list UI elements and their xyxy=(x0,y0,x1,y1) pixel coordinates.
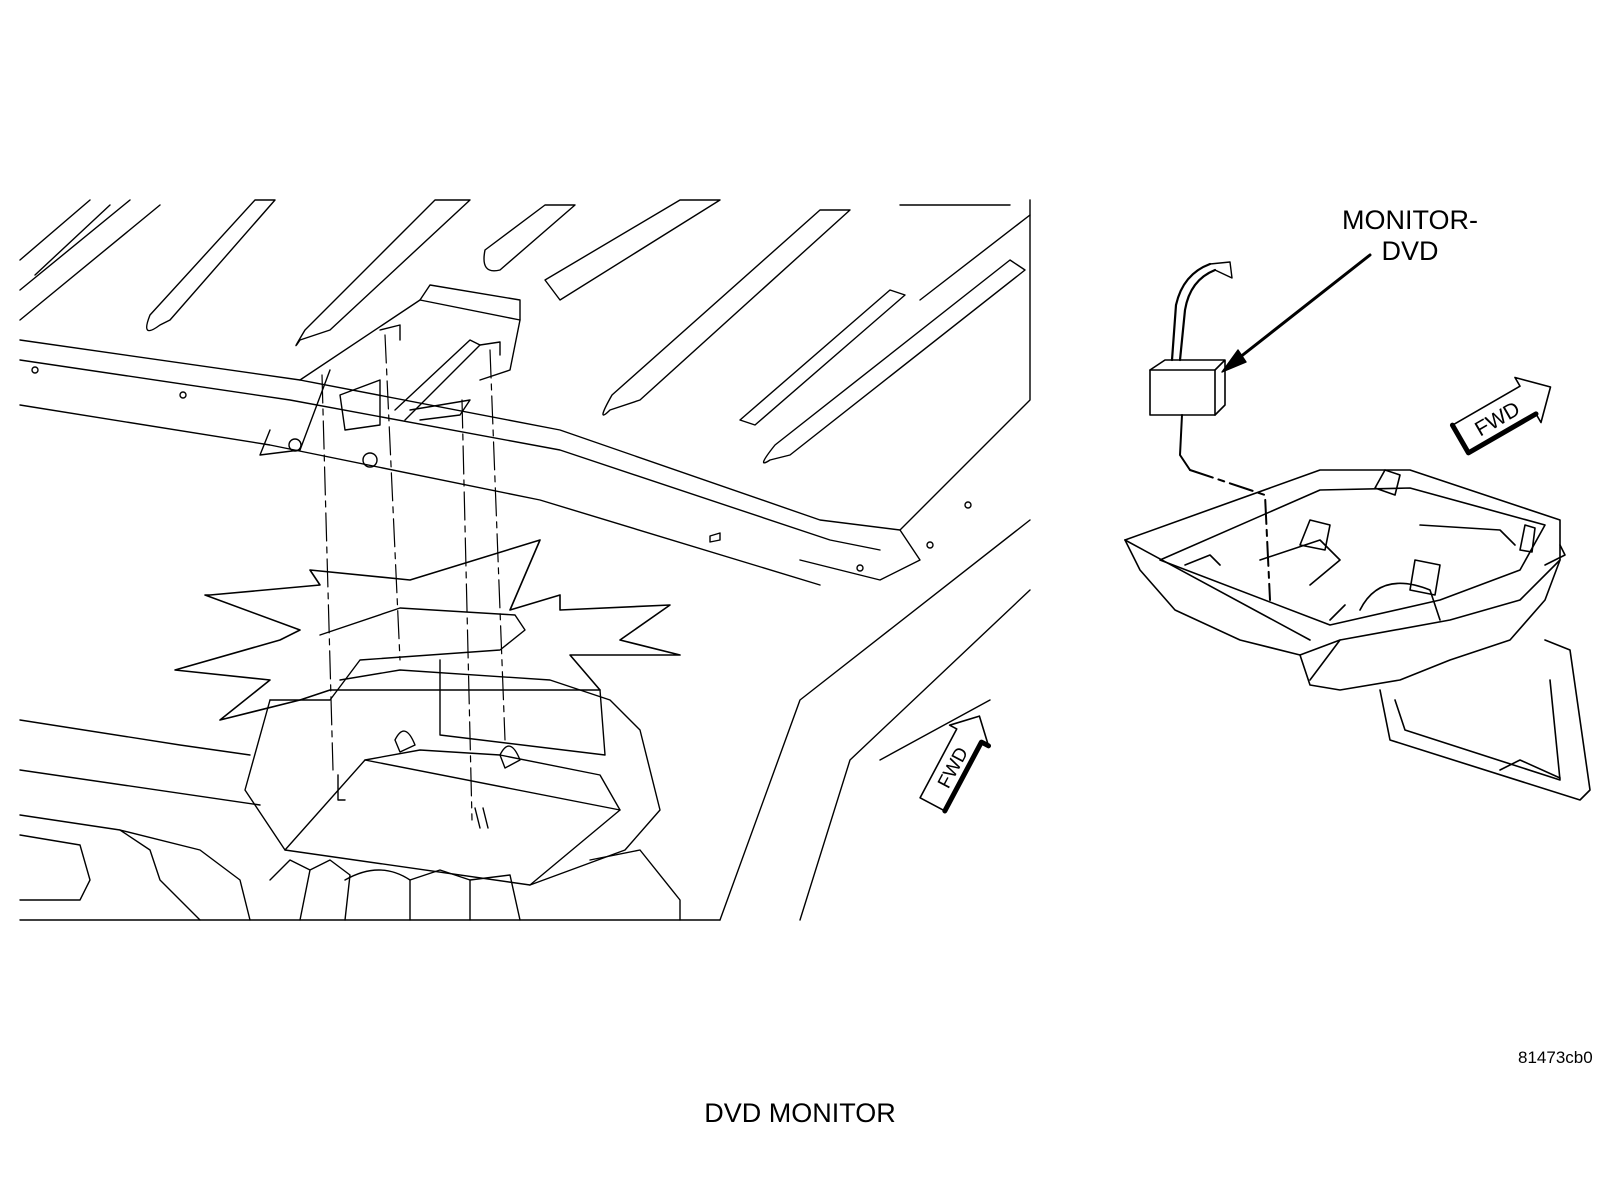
figure-code: 81473cb0 xyxy=(1518,1048,1593,1067)
fwd-arrow-right: FWD xyxy=(1449,376,1552,456)
headliner-cutaway xyxy=(174,539,681,721)
connector xyxy=(1149,359,1226,416)
roof-panel-view: FWD xyxy=(19,199,1031,921)
callout-monitor-dvd: MONITOR- DVD xyxy=(1330,205,1490,267)
roof-side-edge xyxy=(719,199,1031,921)
dvd-monitor-unit: FWD xyxy=(1124,253,1591,801)
callout-line-1: MONITOR- xyxy=(1342,205,1478,235)
roof-bow xyxy=(19,719,261,806)
fwd-arrow-left: FWD xyxy=(919,715,992,814)
harness-route xyxy=(1179,414,1191,471)
headliner-opening xyxy=(244,607,661,886)
alignment-lines xyxy=(321,334,506,821)
monitor-housing xyxy=(1124,469,1566,691)
roof-cross-member xyxy=(19,284,972,586)
callout-line-2: DVD xyxy=(1381,236,1439,266)
wire-harness xyxy=(1170,262,1217,362)
roof-ribs xyxy=(19,199,1031,464)
figure-title: DVD MONITOR xyxy=(704,1098,896,1128)
callout-arrow xyxy=(1221,253,1372,373)
monitor-screen xyxy=(1379,639,1591,801)
lower-console xyxy=(19,814,721,921)
harness-route-dashed xyxy=(1189,469,1271,601)
